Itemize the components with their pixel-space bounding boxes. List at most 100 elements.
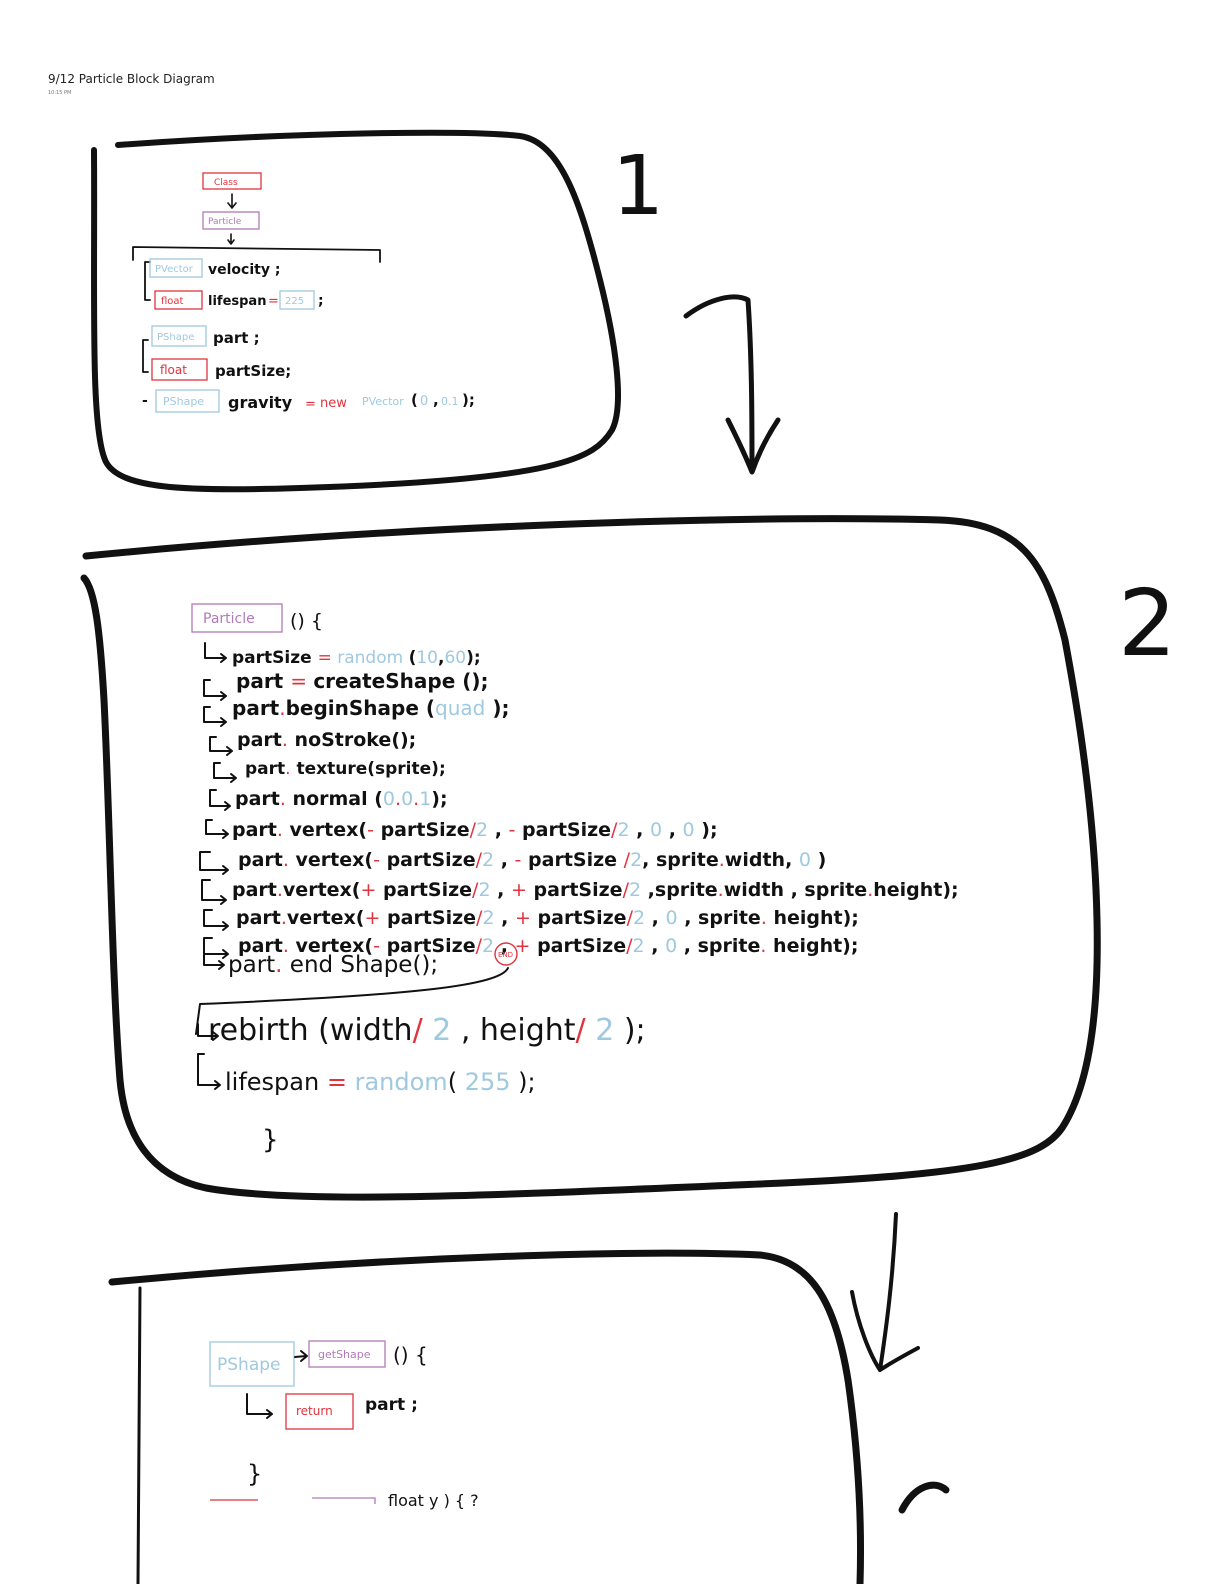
code-segment: . (277, 879, 283, 901)
code-segment: partSize (521, 849, 623, 871)
bracket-row-5 (213, 762, 237, 783)
code-segment: part (238, 849, 283, 871)
code-segment: , sprite (677, 935, 760, 957)
bracket-row-3 (203, 706, 227, 727)
code-segment: height); (873, 879, 958, 901)
line-vertex-2: part. vertex(- partSize/2 , - partSize /… (238, 849, 826, 871)
gravity-value-1: 0 (420, 394, 428, 409)
code-segment: beginShape ( (286, 696, 435, 720)
code-segment: . (719, 849, 725, 871)
code-segment: 2 (423, 1013, 461, 1048)
bracket-row-12 (203, 954, 225, 970)
code-segment: partSize (530, 935, 626, 957)
code-segment: / (476, 849, 483, 871)
line-beginshape: part.beginShape (quad ); (232, 696, 509, 720)
end-badge-label: END (498, 951, 513, 959)
pshape-type-box (209, 1341, 295, 1387)
code-segment: 0 (665, 935, 677, 957)
code-segment: end Shape(); (282, 952, 438, 978)
type-pvector-box (149, 258, 203, 278)
code-segment: . (283, 935, 289, 957)
line-rebirth: rebirth (width/ 2 , height/ 2 ); (208, 1013, 646, 1048)
return-value: part ; (365, 1395, 418, 1415)
code-segment: + (515, 935, 531, 957)
bracket-2 (142, 339, 149, 373)
arrow-pshape-to-getshape (294, 1350, 308, 1362)
getshape-label: getShape (318, 1348, 371, 1361)
code-segment: 0 (799, 849, 811, 871)
type-pshape-box-2 (155, 389, 220, 413)
code-segment: 2 (478, 879, 490, 901)
line-createshape: part = createShape (); (236, 669, 489, 693)
code-segment: ,sprite (641, 879, 718, 901)
code-segment: partSize (380, 849, 476, 871)
code-segment: 2 (633, 935, 645, 957)
code-segment: partSize (380, 935, 476, 957)
code-segment: ); (431, 788, 447, 810)
line-vertex-4: part.vertex(+ partSize/2 , + partSize/2 … (236, 907, 859, 929)
type-float-label-2: float (160, 363, 187, 377)
getshape-box (308, 1340, 386, 1368)
gravity-field: gravity (228, 393, 293, 412)
code-segment: . (279, 696, 285, 720)
code-segment: quad (435, 696, 485, 720)
lifespan-value-box (279, 290, 315, 310)
code-segment: part (236, 907, 281, 929)
code-segment: 2 (629, 879, 641, 901)
code-segment: . (718, 879, 724, 901)
code-segment: . (283, 849, 289, 871)
code-segment: partSize (380, 907, 476, 929)
code-segment: texture(sprite); (291, 759, 446, 779)
class-label: Class (214, 178, 238, 188)
code-segment: part (235, 788, 280, 810)
panel-3-outline (108, 1249, 864, 1584)
bracket-row-4 (209, 736, 233, 756)
code-segment: width, (725, 849, 799, 871)
arrow-particle-to-fields (227, 233, 235, 245)
bracket-row-2 (203, 679, 227, 701)
code-segment: 2 (476, 819, 488, 841)
line-endshape: part. end Shape(); (228, 952, 438, 978)
code-segment: vertex( (283, 819, 367, 841)
bracket-row-10 (203, 909, 229, 931)
code-segment: vertex( (283, 879, 361, 901)
particle-label: Particle (208, 217, 242, 227)
code-segment: 0 (650, 819, 662, 841)
lifespan-field: lifespan (208, 294, 266, 309)
code-segment: = (290, 669, 313, 693)
code-segment: 2 (482, 935, 494, 957)
code-segment: partSize (527, 879, 623, 901)
code-segment: , (494, 935, 514, 957)
code-segment: , height (461, 1013, 576, 1048)
code-segment: , (495, 907, 515, 929)
code-segment: = (327, 1068, 355, 1096)
class-box (202, 172, 262, 190)
code-segment: / (476, 907, 483, 929)
type-float-box-2 (151, 358, 208, 381)
code-segment: ); (614, 1013, 645, 1048)
code-segment: noStroke(); (288, 729, 416, 751)
code-segment: ( (448, 1068, 465, 1096)
end-badge (494, 942, 518, 966)
line-lifespan-random: lifespan = random( 255 ); (225, 1068, 536, 1096)
code-segment: . (413, 788, 419, 810)
lifespan-semicolon: ; (318, 293, 324, 309)
code-segment: part (228, 952, 275, 978)
code-segment: ); (466, 648, 481, 668)
keyword-new: new (320, 396, 347, 411)
code-segment: part (232, 696, 280, 720)
type-pshape-label-1: PShape (157, 332, 194, 343)
arrow-rebirth (197, 1023, 219, 1041)
bracket-row-7 (205, 819, 229, 839)
code-segment: + (364, 907, 380, 929)
code-segment: - (509, 819, 516, 841)
type-float-label-1: float (161, 296, 184, 307)
gravity-comma: , (433, 391, 439, 409)
code-segment: - (373, 935, 380, 957)
code-segment: 2 (482, 907, 494, 929)
panel-1-outline (91, 129, 621, 493)
code-segment: + (511, 879, 527, 901)
code-segment: , (438, 648, 444, 668)
code-segment: 2 (586, 1013, 615, 1048)
code-segment: 0 (401, 788, 413, 810)
